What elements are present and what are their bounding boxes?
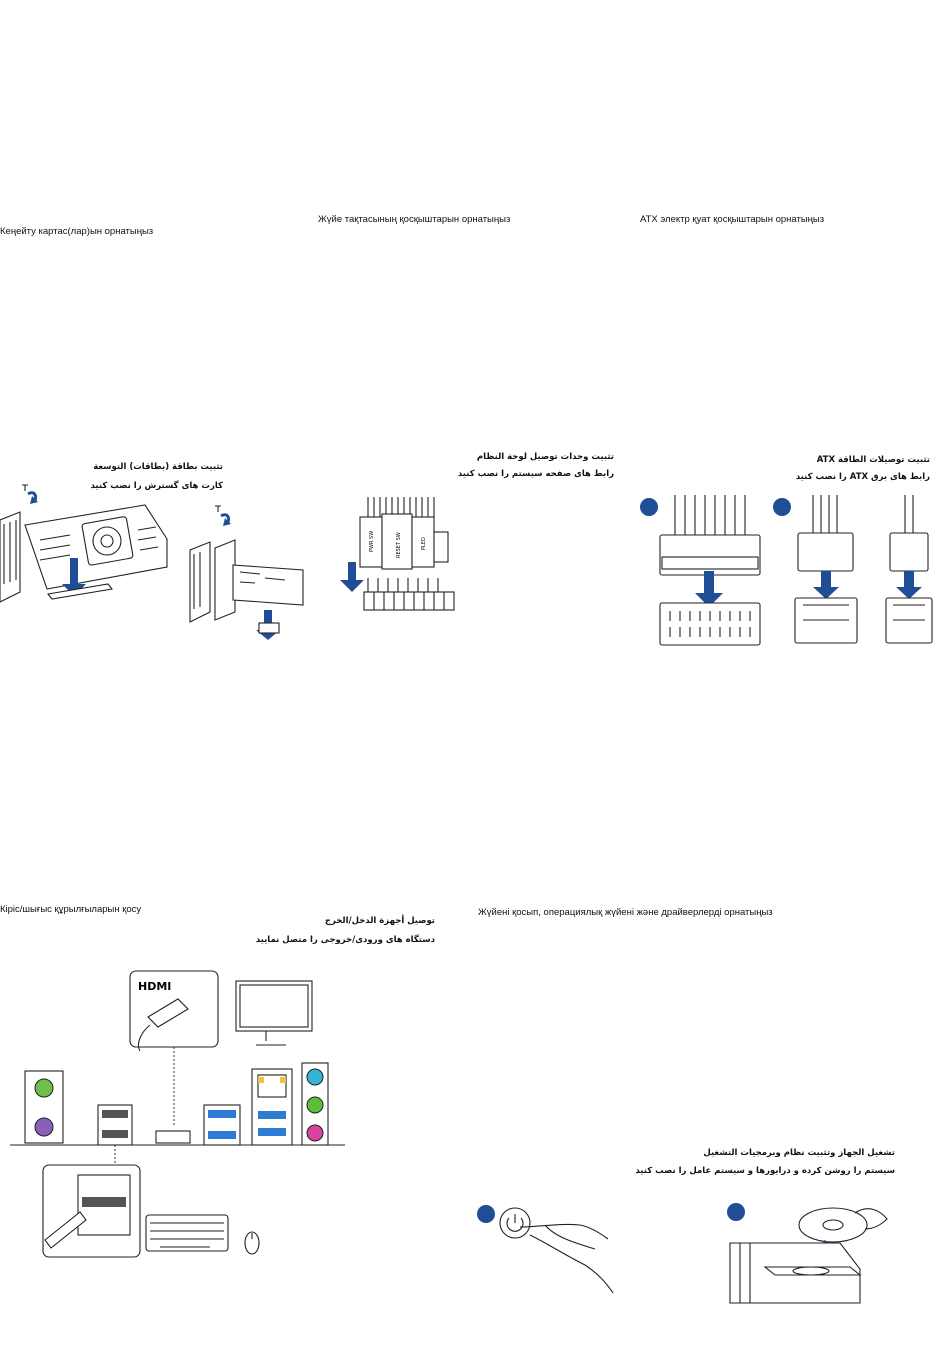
step-badge-disc	[727, 1203, 745, 1221]
hdmi-port	[155, 1130, 191, 1144]
header-pins	[363, 578, 455, 611]
optical-disc-illustration	[727, 1203, 888, 1304]
socket-holes	[669, 611, 751, 637]
gpu-install-illustration	[0, 484, 168, 603]
reset-sw-plug	[381, 513, 413, 570]
usb-plug-callout	[42, 1164, 141, 1258]
step-badge-24pin	[640, 498, 658, 516]
expansion-card-title: Кеңейту картас(лар)ын орнатыңыз	[0, 226, 154, 237]
ps2-mouse-port	[34, 1117, 54, 1137]
monitor-icon	[235, 980, 313, 1046]
power-button-illustration	[477, 1205, 614, 1294]
expansion-persian-label: کارت های گسترش را نصب کنید	[90, 481, 224, 491]
pled-label: PLED	[421, 537, 427, 550]
power-icon	[506, 1214, 524, 1232]
disc-icon	[798, 1207, 868, 1243]
atx-24pin-illustration	[640, 495, 761, 646]
panel-arabic-label: تثبيت وحدات توصيل لوحة النظام	[476, 452, 614, 462]
panel-connector-illustration: PWR SW RESET SW PLED	[340, 497, 455, 611]
io-devices-title: Кіріс/шығыс құрылғыларын қосу	[0, 904, 142, 915]
power-arabic-label: تشغيل الجهاز وتثبيت نظام وبرمجيات التشغي…	[703, 1148, 895, 1158]
small-card-install-illustration	[189, 505, 304, 640]
panel-persian-label: رابط های صفحه سیستم را نصب کنید	[457, 469, 614, 479]
case-bracket	[0, 511, 21, 603]
step-badge-8pin	[773, 498, 791, 516]
graphics-card	[24, 504, 168, 590]
pwr-sw-label: PWR SW	[369, 531, 375, 552]
io-arabic-label: توصيل أجهزة الدخل/الخرج	[324, 916, 435, 926]
hdmi-logo-text: HDMI	[138, 980, 171, 993]
pcie-slot	[46, 583, 114, 600]
power-persian-label: سیستم را روشن کرده و درایورها و سیستم عا…	[635, 1166, 895, 1176]
reset-sw-label: RESET SW	[396, 532, 402, 558]
expansion-arabic-label: تثبيت بطاقة (بطاقات) التوسعة	[93, 462, 223, 472]
screwdriver-icon	[22, 484, 38, 504]
atx-arabic-label: تثبيت توصيلات الطاقة ATX	[816, 455, 930, 465]
io-persian-label: دستگاه های ورودی/خروجی را متصل نمایید	[255, 935, 435, 945]
atx-persian-label: رابط های برق ATX را نصب کنید	[795, 472, 930, 482]
wire-bundle	[367, 497, 435, 517]
panel-connector-title: Жүйе тақтасының қосқыштарын орнатыңыз	[318, 214, 511, 225]
atx-power-title: ATX электр қуат қосқыштарын орнатыңыз	[640, 214, 825, 225]
hdmi-cable-callout: HDMI	[129, 970, 219, 1052]
io-panel-illustration: HDMI	[10, 970, 345, 1258]
mouse-icon	[244, 1231, 260, 1255]
step-badge-power	[477, 1205, 495, 1223]
ps2-keyboard-port	[34, 1078, 54, 1098]
eps-8pin-plug	[797, 532, 854, 572]
rear-io-panel	[10, 1062, 345, 1146]
screwdriver-icon-2	[215, 505, 231, 526]
keyboard-icon	[145, 1214, 229, 1252]
atx-24pin-socket	[659, 602, 761, 646]
disc-tray	[763, 1266, 862, 1276]
atx-8pin-illustration	[773, 495, 933, 644]
eps-4pin-plug	[889, 532, 929, 572]
power-on-title: Жүйені қосып, операциялық жүйені және др…	[478, 907, 773, 918]
